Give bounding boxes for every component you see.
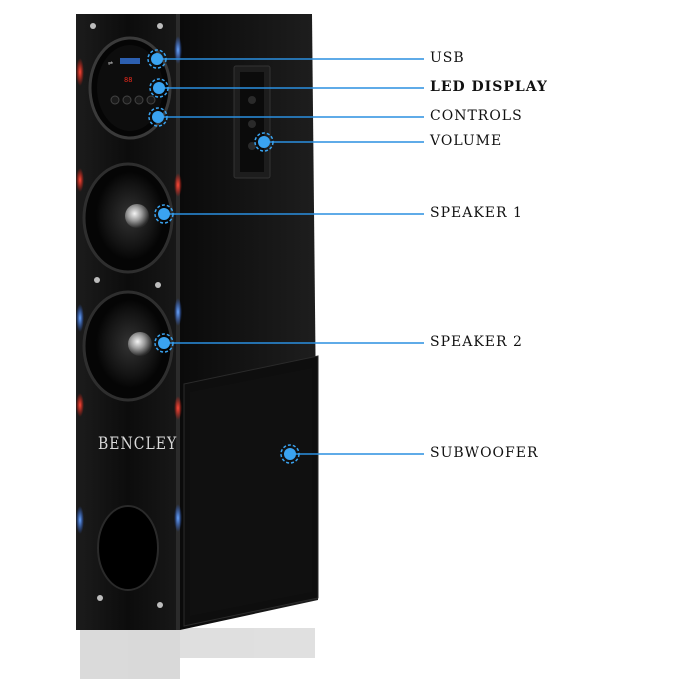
callout-markers bbox=[147, 49, 300, 464]
speaker-1-label: SPEAKER 1 bbox=[430, 205, 523, 221]
speaker-1-driver bbox=[82, 162, 174, 274]
speaker-2-label: SPEAKER 2 bbox=[430, 334, 523, 350]
cabinet-screws bbox=[90, 23, 163, 608]
subwoofer-label: SUBWOOFER bbox=[430, 445, 539, 461]
led-accent-lights bbox=[76, 36, 182, 534]
svg-text:88: 88 bbox=[124, 76, 132, 84]
floor-reflection bbox=[80, 628, 315, 679]
speaker-2-marker-icon bbox=[154, 333, 174, 353]
bass-port bbox=[97, 505, 159, 591]
svg-text:⇌: ⇌ bbox=[108, 60, 113, 67]
volume-marker-icon bbox=[254, 132, 274, 152]
callout-lines bbox=[157, 58, 424, 455]
controls-marker-icon bbox=[148, 107, 168, 127]
led-display-marker-icon bbox=[149, 78, 169, 98]
brand-logo: BENCLEY bbox=[98, 434, 178, 454]
led-display-label: LED DISPLAY bbox=[430, 79, 548, 95]
usb-marker-icon bbox=[147, 49, 167, 69]
subwoofer-marker-icon bbox=[280, 444, 300, 464]
volume-control-strip bbox=[233, 65, 271, 179]
speaker-1-marker-icon bbox=[154, 204, 174, 224]
speaker-2-driver bbox=[82, 290, 174, 402]
controls-label: CONTROLS bbox=[430, 108, 523, 124]
usb-label: USB bbox=[430, 50, 465, 66]
volume-label: VOLUME bbox=[430, 133, 503, 149]
